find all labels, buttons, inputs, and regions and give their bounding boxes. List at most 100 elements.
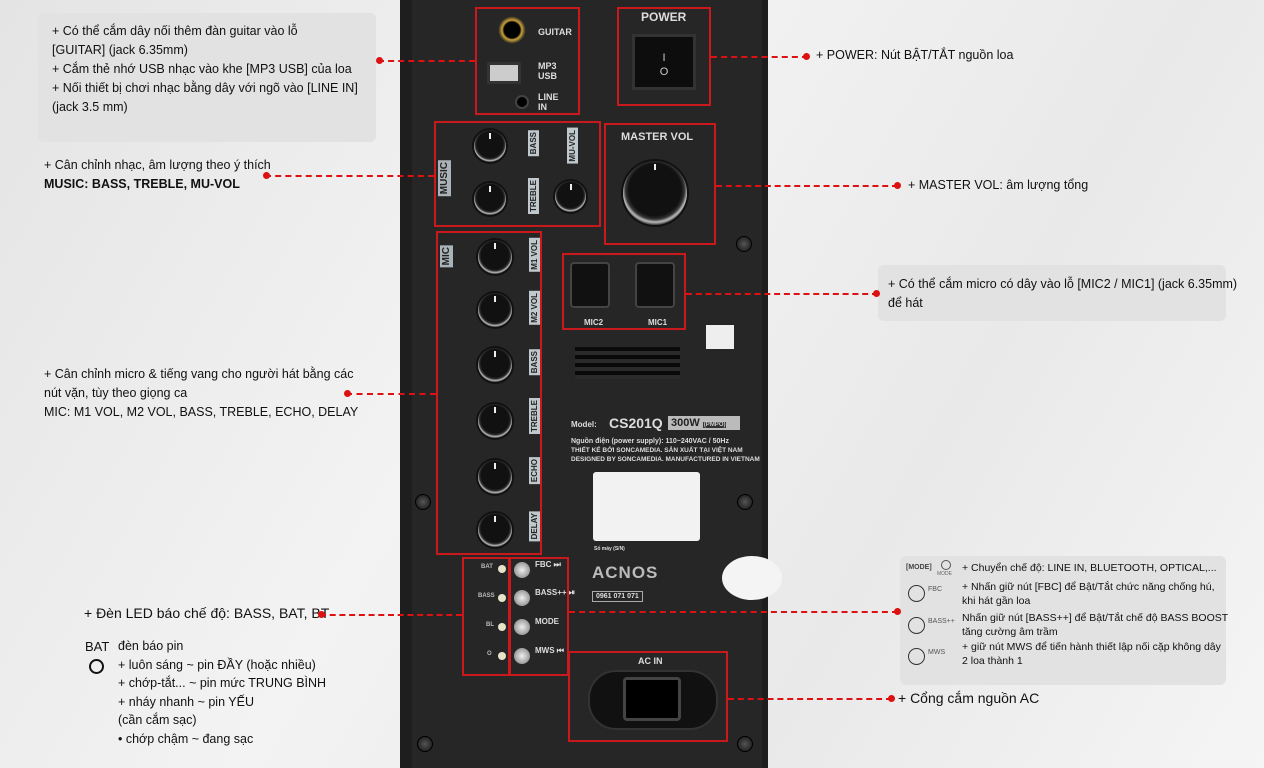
fbc-button-label: FBC ⏭ <box>535 560 561 569</box>
model-value: CS201Q <box>609 415 663 431</box>
note-line: để hát <box>888 296 923 310</box>
note-line: + giữ nút MWS để tiến hành thiết lập nối… <box>962 640 1221 653</box>
note-line: (cần cắm sạc) <box>118 713 197 727</box>
leader-dot <box>803 53 810 60</box>
leader-line <box>265 175 434 177</box>
o-led-label: O <box>487 651 492 657</box>
note-line: MIC: M1 VOL, M2 VOL, BASS, TREBLE, ECHO,… <box>44 405 359 419</box>
mic-jack-note <box>878 265 1226 321</box>
ac-in-label: AC IN <box>638 656 663 666</box>
master-vol-knob[interactable] <box>623 161 687 225</box>
bass-label: BASS++ <box>928 618 955 625</box>
bass-led-label: BASS <box>478 593 495 599</box>
ac-box <box>568 651 728 742</box>
leader-line <box>716 185 898 187</box>
o-led <box>498 652 506 660</box>
bat-led-label: BAT <box>481 564 493 570</box>
ac-socket[interactable] <box>623 677 681 721</box>
echo-knob[interactable] <box>478 460 512 494</box>
mode-icon-label: MODE <box>937 571 952 577</box>
note-line: + Cân chỉnh micro & tiếng vang cho người… <box>44 367 354 381</box>
note-line: + luôn sáng ~ pin ĐẦY (hoặc nhiều) <box>118 657 316 672</box>
usb-port[interactable] <box>487 62 521 84</box>
buttons-note <box>900 556 1226 685</box>
note-line: + Nối thiết bị chơi nhạc bằng dây với ng… <box>52 81 358 95</box>
guitar-label: GUITAR <box>538 27 572 37</box>
m1-vol-knob[interactable] <box>478 240 512 274</box>
note-line: + chớp-tắt... ~ pin mức TRUNG BÌNH <box>118 676 327 690</box>
note-line: [GUITAR] (jack 6.35mm) <box>52 43 188 57</box>
buttons-text: + Chuyển chế độ: LINE IN, BLUETOOTH, OPT… <box>962 561 1228 669</box>
mode-button[interactable] <box>514 619 530 635</box>
mode-button-label: MODE <box>535 617 559 626</box>
mic-treble-label: TREBLE <box>529 398 540 434</box>
button-box <box>509 557 569 676</box>
label-line: IN <box>538 102 547 112</box>
note-line: 2 loa thành 1 <box>962 655 1023 667</box>
note-line: + Cắm thẻ nhớ USB nhạc vào khe [MP3 USB]… <box>52 62 352 76</box>
leader-line <box>686 293 878 295</box>
mic-bass-knob[interactable] <box>478 348 512 382</box>
mws-button-icon <box>908 648 925 665</box>
label-line: THIẾT KẾ BỞI SONCAMEDIA. SẢN XUẤT TẠI VI… <box>571 447 743 454</box>
inputs-text: + Có thể cắm dây nối thêm đàn guitar vào… <box>52 22 358 117</box>
mu-vol-knob[interactable] <box>555 181 586 212</box>
leader-dot <box>318 611 325 618</box>
treble-knob[interactable] <box>474 183 506 215</box>
mic1-jack[interactable] <box>635 262 675 308</box>
note-line: tăng cường âm trầm <box>962 626 1058 638</box>
fbc-button[interactable] <box>514 562 530 578</box>
supply-text: Nguồn điện (power supply): 110~240VAC / … <box>571 437 760 464</box>
leader-line <box>711 56 808 58</box>
serial-label: Số máy (S/N) <box>594 546 625 552</box>
screw <box>737 736 753 752</box>
bl-led-label: BL <box>486 622 494 628</box>
note-line: • chớp chậm ~ đang sạc <box>118 731 254 746</box>
label-line: MP3 <box>538 61 557 71</box>
fbc-label: FBC <box>928 586 942 593</box>
guitar-jack[interactable] <box>498 16 526 44</box>
mic-note: + Cân chỉnh micro & tiếng vang cho người… <box>44 365 358 422</box>
inputs-note <box>38 13 376 142</box>
hotline: 0961 071 071 <box>592 591 643 602</box>
echo-label: ECHO <box>529 457 540 485</box>
m2-vol-knob[interactable] <box>478 293 512 327</box>
note-line: + Có thể cắm micro có dây vào lỗ [MIC2 /… <box>888 277 1238 291</box>
m1-vol-label: M1 VOL <box>529 238 540 272</box>
delay-knob[interactable] <box>478 513 512 547</box>
bass-knob[interactable] <box>474 130 506 162</box>
label-line: USB <box>538 71 558 81</box>
off-mark: O <box>659 66 669 78</box>
leader-line <box>728 698 892 700</box>
note-line: Nhấn giữ nút [BASS++] để Bật/Tắt chế độ … <box>962 611 1229 624</box>
power-label: POWER <box>641 10 687 24</box>
mws-button[interactable] <box>514 648 530 664</box>
label-line: DESIGNED BY SONCAMEDIA. MANUFACTURED IN … <box>571 456 760 463</box>
mic2-label: MIC2 <box>584 318 604 327</box>
label-line: Nguồn điện (power supply): 110~240VAC / … <box>571 438 729 445</box>
mic-box <box>436 231 542 555</box>
note-line: MUSIC: BASS, TREBLE, MU-VOL <box>44 177 240 191</box>
leader-dot <box>263 172 270 179</box>
leader-line <box>346 393 436 395</box>
line-in-jack[interactable] <box>515 95 529 109</box>
serial-label-area <box>593 472 700 541</box>
white-sticker <box>722 556 782 600</box>
mic-label: MIC <box>440 245 453 268</box>
mic-treble-knob[interactable] <box>478 404 512 438</box>
leader-dot <box>888 695 895 702</box>
master-box <box>604 123 716 245</box>
pmpo-label: (PMPO) <box>702 422 727 428</box>
bass-plus-button[interactable] <box>514 590 530 606</box>
led-note: + Đèn LED báo chế độ: BASS, BAT, BT <box>84 605 330 621</box>
mic2-jack[interactable] <box>570 262 610 308</box>
delay-label: DELAY <box>529 511 540 542</box>
mic-jack-box <box>562 253 686 330</box>
acnos-logo: ACNOS <box>592 563 659 582</box>
wattage: 300W (PMPO) <box>668 416 740 430</box>
music-note: + Cân chỉnh nhạc, âm lượng theo ý thích … <box>44 156 271 194</box>
note-line: + Nhấn giữ nút [FBC] để Bật/Tắt chức năn… <box>962 580 1215 593</box>
mode-tag: [MODE] <box>906 564 932 571</box>
